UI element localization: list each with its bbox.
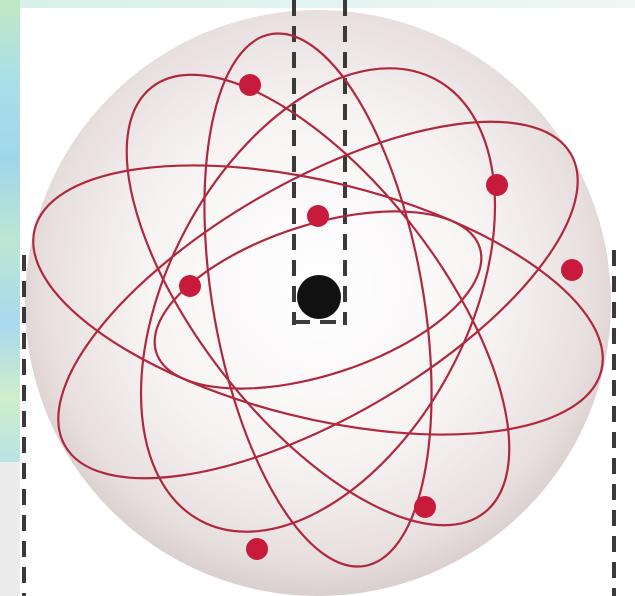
electron-3 [307,205,329,227]
electron-1 [239,74,261,96]
electron-7 [246,538,268,560]
nucleus [297,275,341,319]
electron-4 [179,275,201,297]
electron-2 [486,174,508,196]
electron-6 [414,496,436,518]
electron-5 [561,259,583,281]
